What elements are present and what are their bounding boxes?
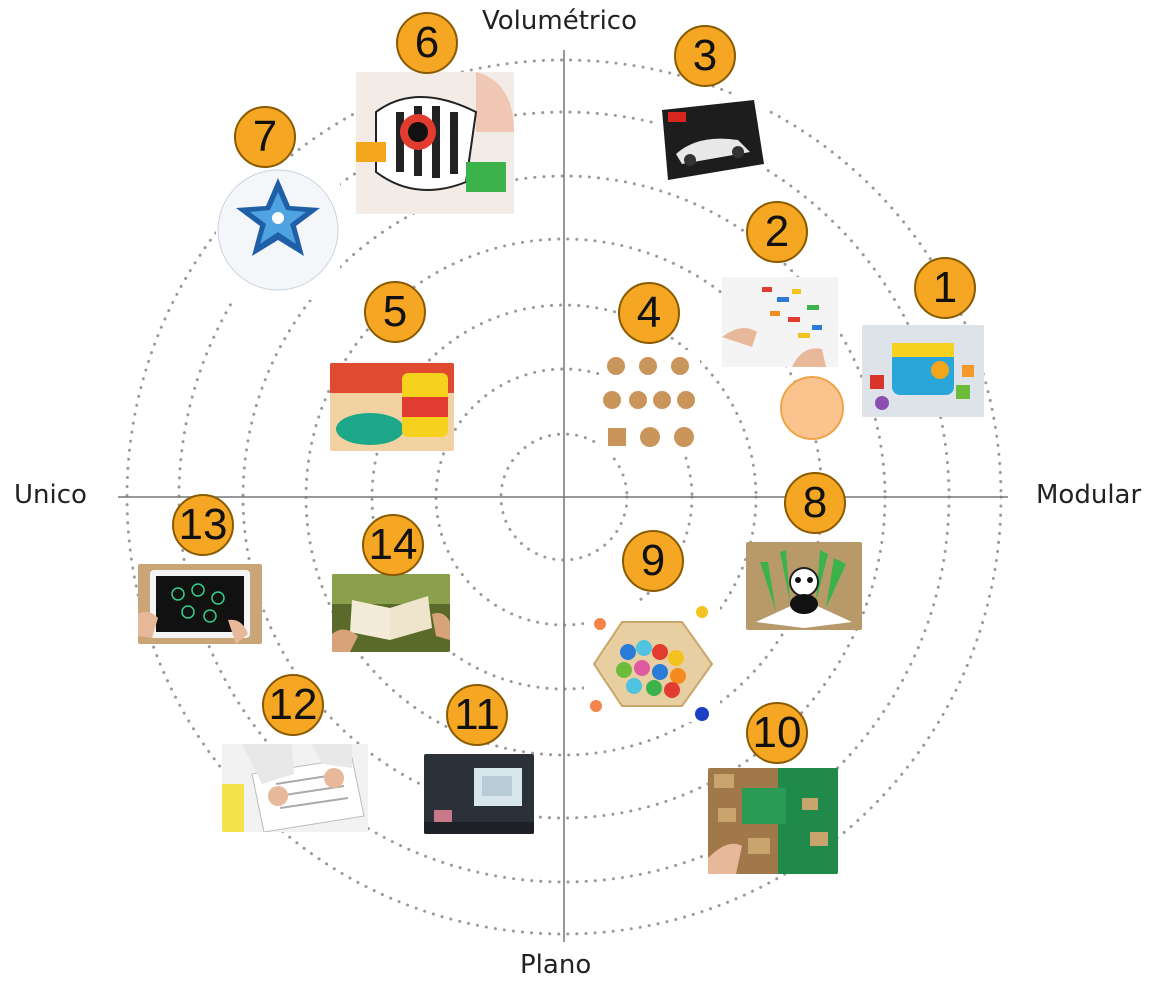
item-badge-1: 1 (914, 257, 976, 319)
item-badge-9: 9 (622, 530, 684, 592)
panda-popup-card-image (746, 542, 862, 630)
drawing-tablet-image (138, 564, 262, 644)
wooden-puzzles-image (600, 350, 700, 456)
soccer-ball-image (216, 158, 340, 300)
projector-screen-image (424, 754, 534, 834)
lego-technic-box-image (658, 94, 766, 186)
axis-label-right: Modular (1036, 480, 1142, 510)
item-badge-6: 6 (396, 12, 458, 74)
play-doh-image (330, 363, 454, 451)
item-badge-10: 10 (746, 702, 808, 764)
hexagon-puzzle-image (584, 602, 720, 722)
item-badge-5: 5 (364, 281, 426, 343)
shape-sorter-toy-image (862, 325, 984, 417)
item-badge-2: 2 (746, 201, 808, 263)
baby-rattle-socks-image (356, 72, 514, 214)
axis-label-bottom: Plano (520, 950, 592, 980)
item-badge-4: 4 (618, 282, 680, 344)
item-badge-14: 14 (362, 514, 424, 576)
empty-marker-circle (780, 376, 844, 440)
jigsaw-puzzle-image (708, 768, 838, 874)
item-badge-11: 11 (446, 684, 508, 746)
item-badge-8: 8 (784, 472, 846, 534)
lego-bricks-play-image (722, 277, 838, 367)
axis-label-left: Unico (14, 480, 87, 510)
item-badge-13: 13 (172, 494, 234, 556)
item-badge-7: 7 (234, 106, 296, 168)
item-badge-12: 12 (262, 674, 324, 736)
axis-label-top: Volumétrico (482, 6, 638, 36)
paper-documents-image (222, 744, 368, 832)
reading-book-image (332, 574, 450, 652)
item-badge-3: 3 (674, 25, 736, 87)
